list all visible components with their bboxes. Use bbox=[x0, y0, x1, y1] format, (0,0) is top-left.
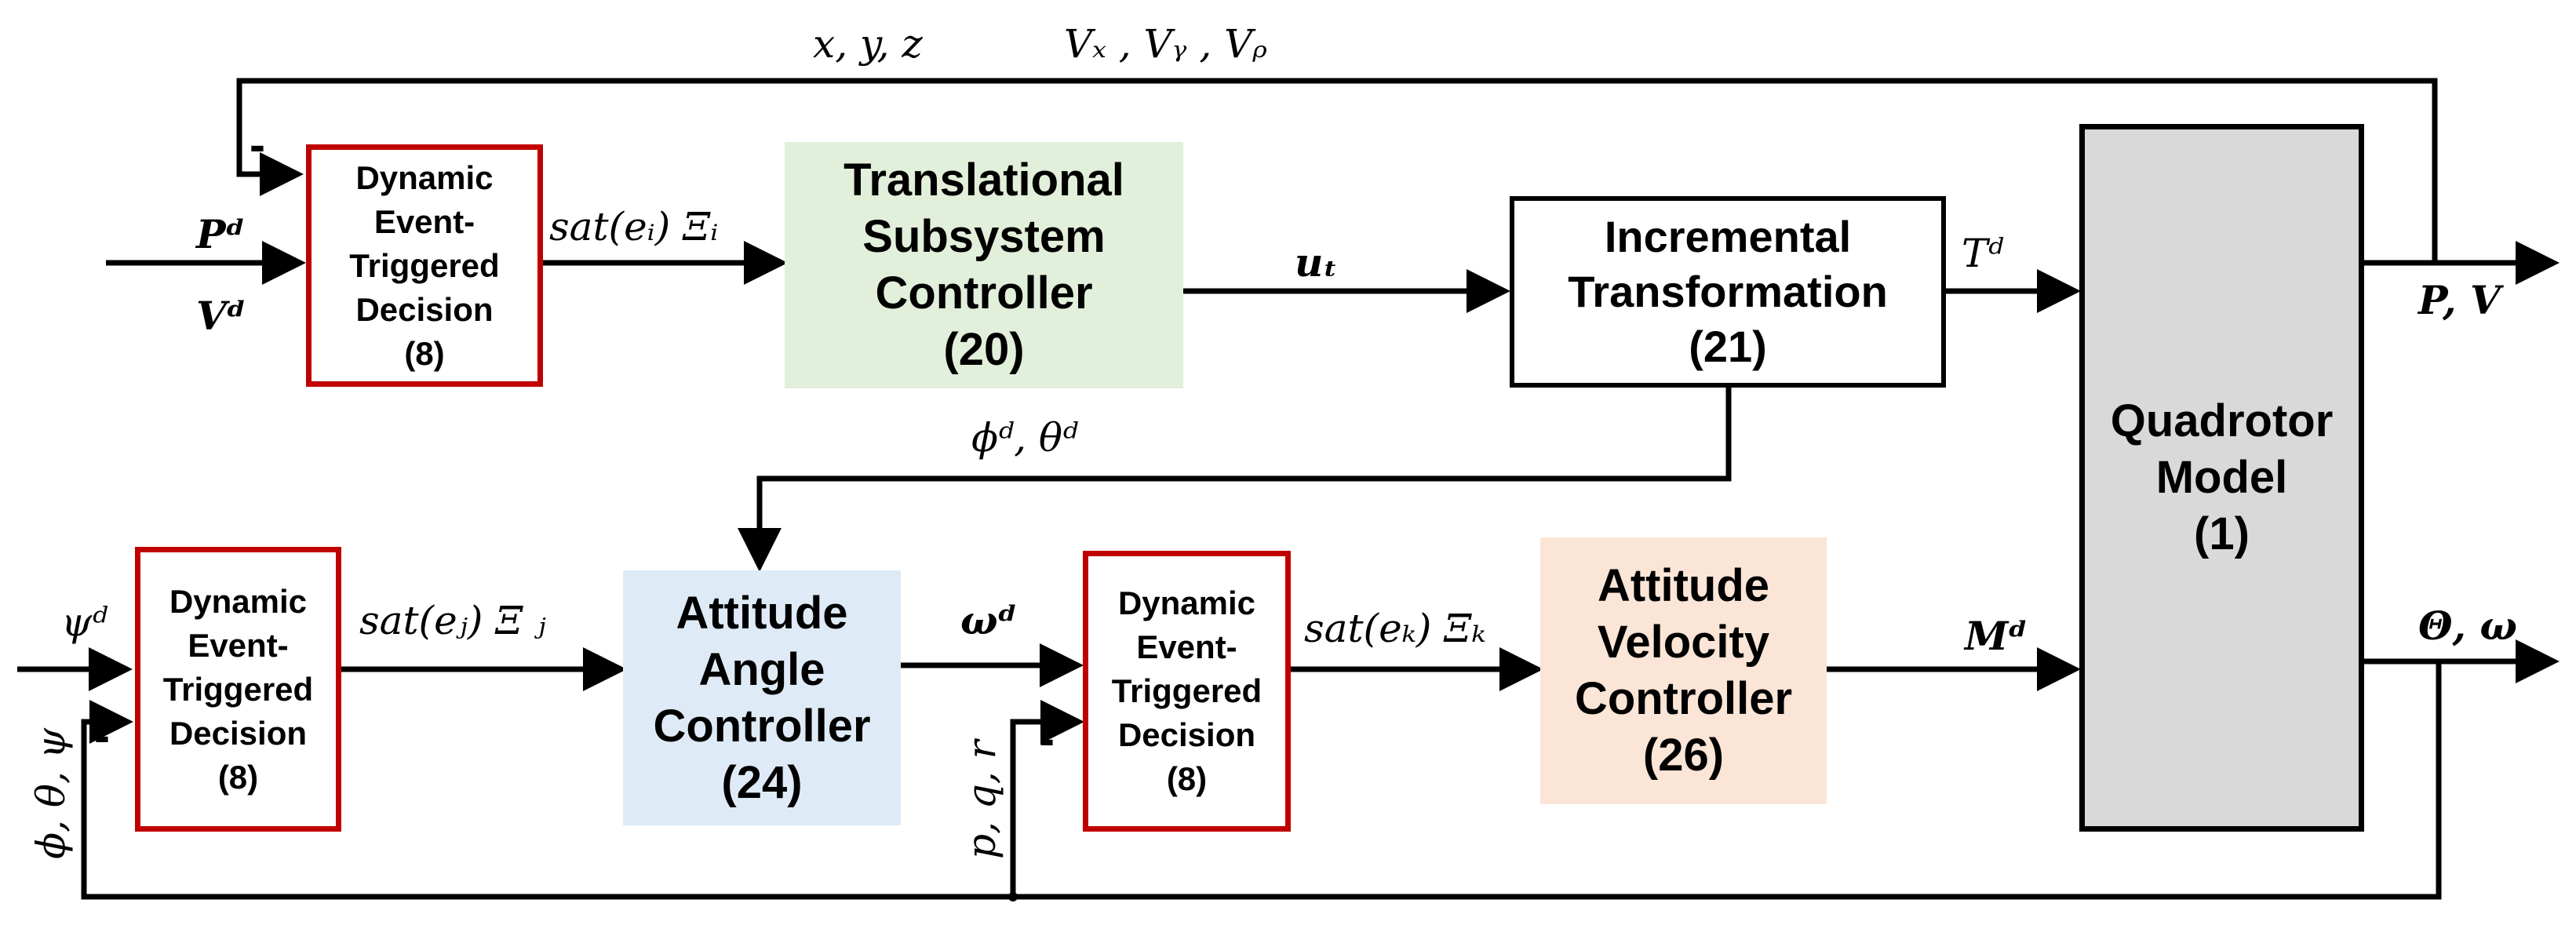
minus-sign-etd1: - bbox=[250, 118, 265, 171]
pd-label: Pᵈ bbox=[195, 211, 246, 257]
attitude-reference-line bbox=[738, 388, 1732, 572]
position-feedback-label: x, y, z bbox=[813, 21, 923, 67]
translational-subsystem-controller: Translational Subsystem Controller (20) bbox=[785, 142, 1183, 388]
rate-feedback-label: p, q, r bbox=[959, 737, 1004, 859]
sat-ek-label: sat(eₖ) Ξₖ bbox=[1304, 606, 1486, 651]
velocity-feedback-label: Vₓ , Vᵧ , Vᵨ bbox=[1064, 21, 1267, 67]
sat-ei-label: sat(eᵢ) Ξᵢ bbox=[549, 204, 718, 249]
ut-label: uₜ bbox=[1295, 239, 1338, 286]
psi-d-label: ψᵈ bbox=[61, 599, 107, 645]
incremental-transformation-block: Incremental Transformation (21) bbox=[1510, 196, 1946, 388]
minus-sign-etd2: - bbox=[94, 709, 110, 762]
event-trigger-block-translational: Dynamic Event- Triggered Decision (8) bbox=[306, 144, 543, 387]
junction-dot bbox=[1008, 892, 1018, 901]
attitude-reference-label: ϕᵈ, θᵈ bbox=[971, 415, 1078, 461]
attitude-angle-controller: Attitude Angle Controller (24) bbox=[623, 570, 901, 825]
event-trigger-block-attitude-velocity: Dynamic Event- Triggered Decision (8) bbox=[1083, 551, 1291, 832]
angle-feedback-line bbox=[81, 661, 2442, 900]
minus-sign-etd3: - bbox=[1039, 712, 1055, 765]
event-trigger-block-attitude-angle: Dynamic Event- Triggered Decision (8) bbox=[135, 547, 341, 832]
omega-d-label: ωᵈ bbox=[960, 597, 1018, 643]
attitude-velocity-controller: Attitude Velocity Controller (26) bbox=[1540, 537, 1827, 804]
vd-label: Vᵈ bbox=[196, 293, 246, 339]
quadrotor-model-block: Quadrotor Model (1) bbox=[2079, 124, 2364, 832]
rate-feedback-line bbox=[1010, 700, 1084, 897]
pv-output-label: P, V bbox=[2417, 277, 2505, 323]
sat-ej-label: sat(eⱼ) Ξ ⱼ bbox=[359, 598, 546, 643]
angle-feedback-label: ϕ, θ, ψ bbox=[28, 727, 74, 859]
position-velocity-feedback-line bbox=[236, 78, 2438, 263]
theta-omega-output-label: Θ, ω bbox=[2418, 603, 2517, 649]
td-label: Tᵈ bbox=[1962, 231, 2003, 276]
md-label: Mᵈ bbox=[1963, 613, 2028, 659]
